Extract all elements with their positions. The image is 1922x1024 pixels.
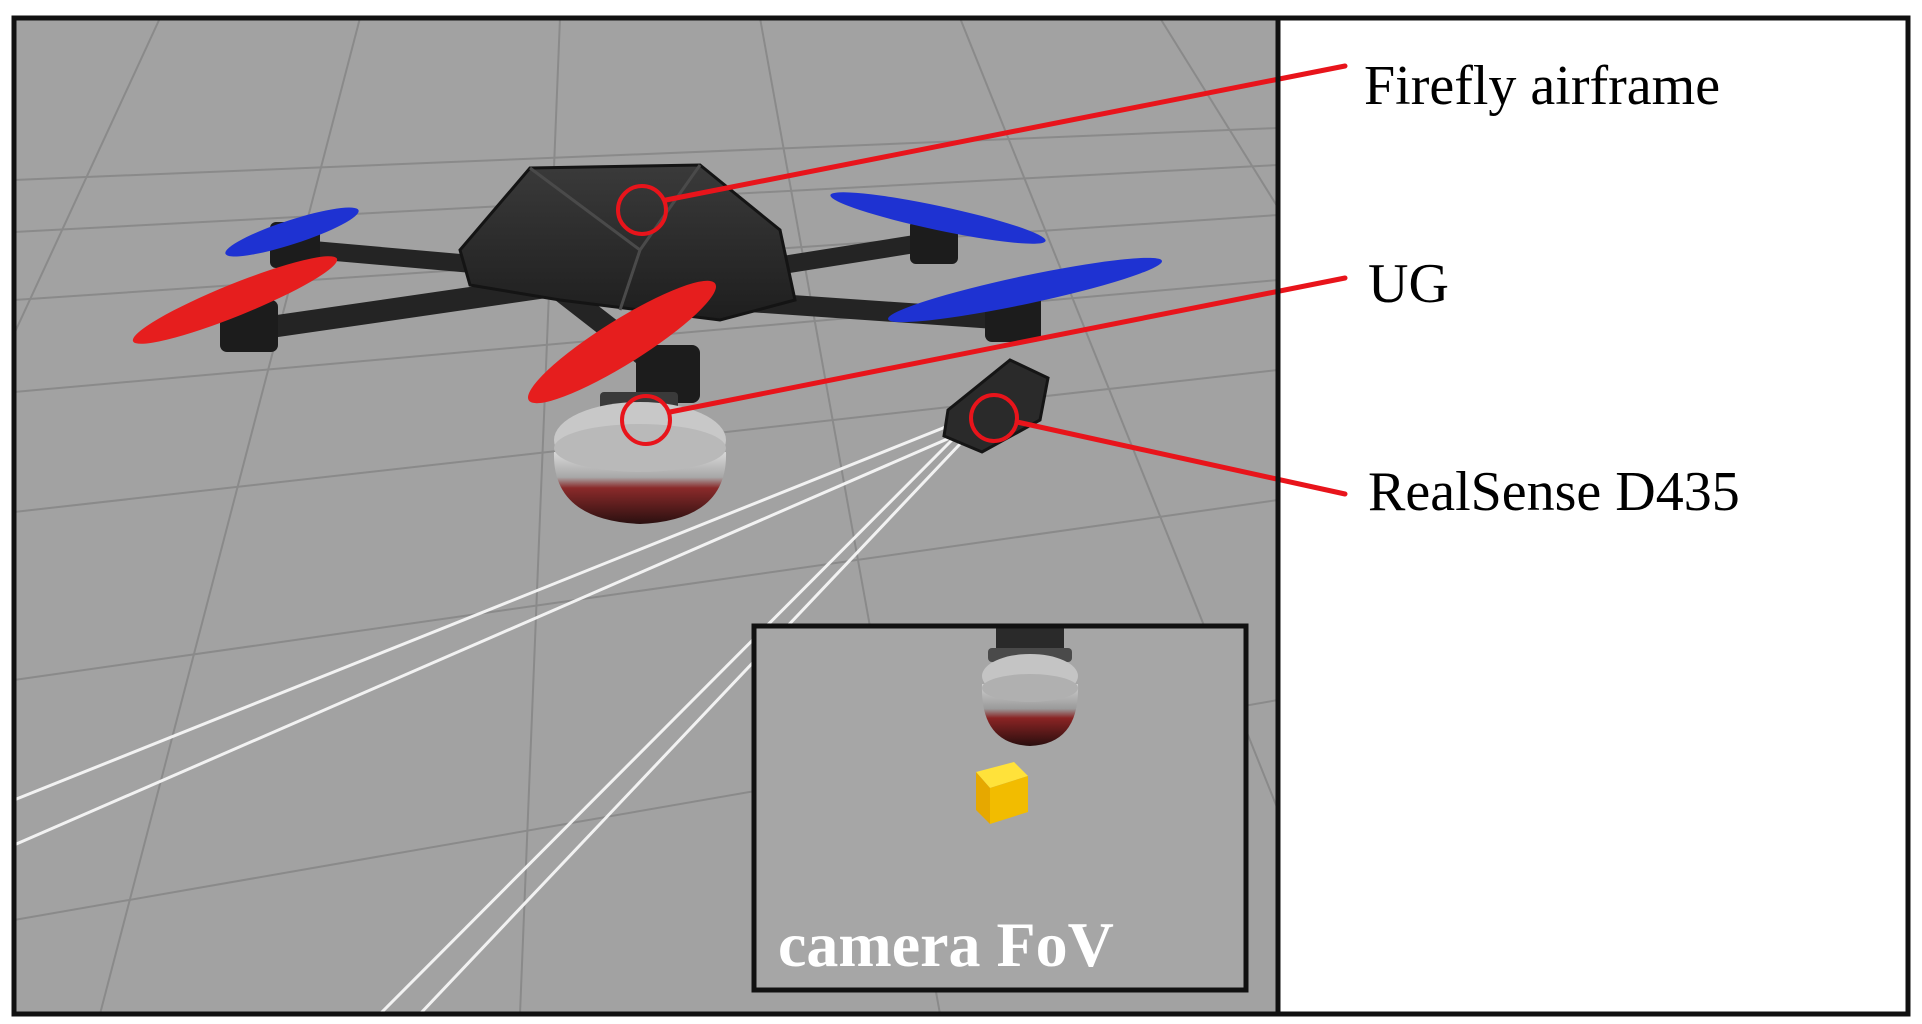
- inset-border: [751, 623, 1249, 993]
- inset-gripper: [981, 626, 1079, 746]
- label-firefly-airframe: Firefly airframe: [1364, 55, 1720, 117]
- outer-frame: [11, 15, 1911, 1017]
- realsense-camera: [942, 358, 1050, 454]
- camera-callout-line: [1014, 419, 1348, 497]
- universal-gripper: [553, 392, 727, 524]
- airframe-marker: [616, 184, 668, 236]
- front-propellers: [132, 256, 717, 404]
- gripper-callout-line: [667, 275, 1348, 415]
- simulation-scene: [14, 18, 1278, 1014]
- inset-caption: camera FoV: [778, 909, 1114, 980]
- label-realsense-d435: RealSense D435: [1368, 461, 1740, 523]
- gripper-marker: [620, 394, 672, 446]
- camera-fov-rays: [14, 416, 969, 1014]
- label-ug: UG: [1368, 253, 1449, 315]
- airframe-callout-line: [663, 63, 1348, 203]
- callout-markers: [616, 184, 1019, 446]
- rear-propellers: [225, 192, 1162, 323]
- canopy-ridge: [529, 164, 702, 311]
- callout-lines: [663, 63, 1348, 497]
- camera-marker: [969, 393, 1019, 443]
- camera-fov-inset: camera FoV: [751, 623, 1249, 993]
- payload-cube: [976, 762, 1028, 824]
